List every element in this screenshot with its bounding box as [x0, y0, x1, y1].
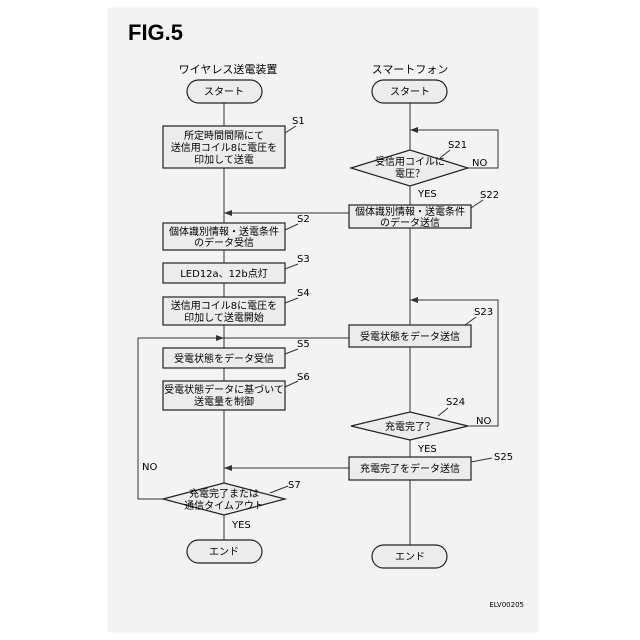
leader-line [285, 349, 298, 354]
step-s2-text: 個体識別情報・送電条件 [169, 225, 279, 238]
start-label-left: スタート [204, 86, 244, 98]
yes-label-s7: YES [231, 520, 251, 531]
step-s23-text: 受電状態をデータ送信 [360, 330, 460, 343]
step-s1-text: 所定時間間隔にて [184, 129, 264, 142]
step-s3-label: S3 [297, 254, 310, 265]
no-label-s24: NO [476, 416, 491, 427]
step-s22-label: S22 [480, 190, 499, 201]
leader-line [438, 408, 448, 416]
leader-line [285, 126, 296, 133]
step-s25-text: 充電完了をデータ送信 [360, 462, 460, 475]
step-s5-label: S5 [297, 339, 310, 350]
no-label-s21: NO [472, 158, 487, 169]
step-s1-label: S1 [292, 116, 305, 127]
leader-line [440, 150, 450, 158]
arrow [216, 335, 224, 341]
decision-s24-label: S24 [446, 397, 465, 408]
end-label-right: エンド [395, 552, 425, 563]
step-s22-text: 個体識別情報・送電条件 [355, 205, 465, 218]
step-s4-text: 印加して送電開始 [184, 311, 264, 324]
leader-line [471, 200, 483, 208]
arrow [410, 297, 418, 303]
leader-line [285, 264, 298, 269]
decision-s21-text: 電圧？ [395, 168, 425, 180]
arrow [224, 465, 232, 471]
decision-s24-text: 充電完了？ [385, 420, 435, 433]
step-s6-text: 送電量を制御 [194, 395, 254, 408]
decision-s7-text: 通信タイムアウト [184, 500, 264, 512]
start-label-right: スタート [390, 86, 430, 98]
decision-s21-label: S21 [448, 140, 467, 151]
header-right-smartphone: スマートフォン [372, 63, 449, 76]
step-s1-text: 送信用コイル8に電圧を [171, 141, 277, 154]
leader-line [285, 224, 298, 230]
step-s4-label: S4 [297, 288, 310, 299]
step-s25-label: S25 [494, 452, 513, 463]
leader-line [270, 486, 288, 493]
step-s1-text: 印加して送電 [194, 153, 254, 166]
arrow [410, 127, 418, 133]
step-s4-text: 送信用コイル8に電圧を [171, 299, 277, 312]
leader-line [285, 381, 298, 387]
end-label-left: エンド [209, 547, 239, 558]
step-s6-label: S6 [297, 372, 310, 383]
decision-s7-label: S7 [288, 480, 301, 491]
header-left-device: ワイヤレス送電装置 [179, 62, 278, 76]
step-s2-label: S2 [297, 214, 310, 225]
step-s3-text: LED12a、12b点灯 [180, 268, 268, 280]
decision-s21 [351, 150, 468, 186]
step-s2-text: のデータ受信 [194, 236, 254, 249]
document-code: ELV00205 [489, 601, 524, 609]
step-s22-text: のデータ送信 [380, 216, 440, 229]
arrow [224, 210, 232, 216]
yes-label-s24: YES [417, 444, 437, 455]
decision-s7-text: 充電完了または [189, 487, 259, 500]
step-s23-label: S23 [474, 307, 493, 318]
yes-label-s21: YES [417, 189, 437, 200]
step-s6-text: 受電状態データに基づいて [164, 383, 284, 396]
decision-s21-text: 受信用コイルに [375, 156, 445, 168]
leader-line [471, 458, 492, 462]
leader-line [465, 317, 476, 325]
no-label-s7: NO [142, 462, 157, 473]
leader-line [285, 298, 298, 303]
step-s5-text: 受電状態をデータ受信 [174, 352, 274, 365]
figure-label: FIG.5 [128, 20, 183, 45]
